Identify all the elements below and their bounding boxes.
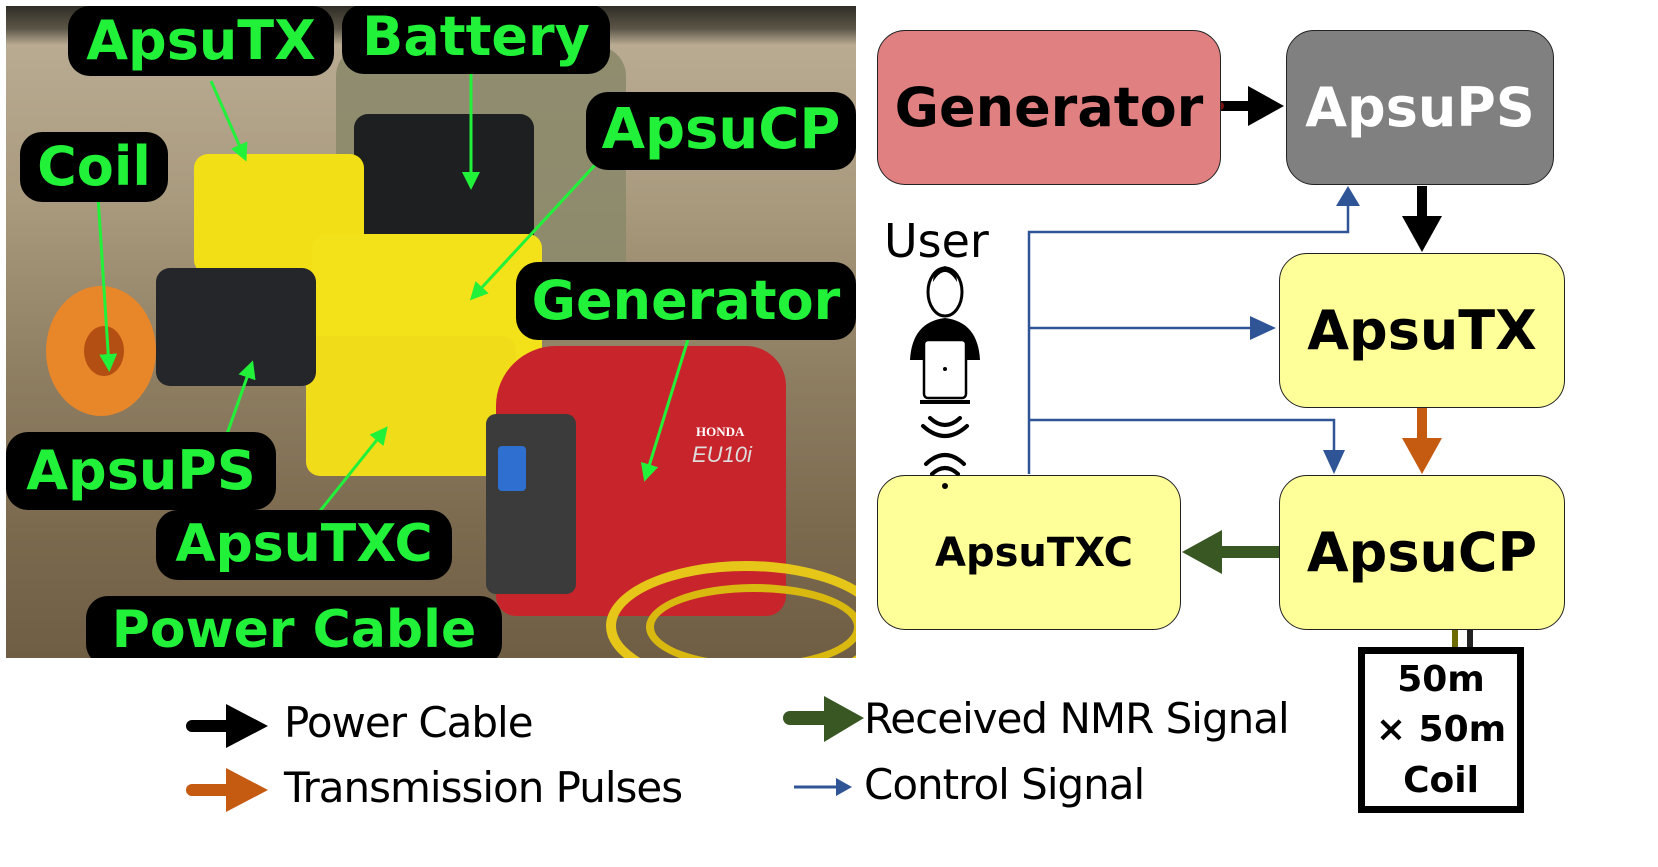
apsucp-pointer (469, 162, 598, 301)
apsutxc-pointer (314, 426, 388, 517)
pointer-arrows (96, 71, 691, 517)
power-cable-coil (606, 561, 856, 658)
block-generator-label: Generator (894, 76, 1204, 139)
legend-transmission-pulses: Transmission Pulses (284, 763, 683, 812)
label-coil: Coil (20, 132, 168, 202)
label-apsucp: ApsuCP (586, 92, 856, 170)
generator-socket (498, 446, 526, 491)
coil-dimension-1: 50m (1397, 658, 1485, 700)
power-cable-coil-inner (646, 584, 856, 658)
legend-received-nmr: Received NMR Signal (864, 694, 1290, 743)
coil-box: 50m × 50m Coil (1358, 647, 1524, 813)
block-apsutx: ApsuTX (1279, 253, 1565, 408)
block-apsutxc: ApsuTXC (877, 475, 1181, 630)
control-arrowhead-apsutx (1250, 316, 1276, 340)
apsutx-pointer (209, 80, 248, 162)
coil-pointer (96, 195, 118, 372)
control-arrowhead-apsups (1336, 186, 1360, 206)
generator-brand: HONDA (696, 424, 745, 439)
control-arrowhead-apsucp (1323, 450, 1345, 474)
block-apsucp-label: ApsuCP (1306, 521, 1538, 584)
label-power-cable: Power Cable (86, 596, 502, 658)
transmission-arrowhead (1402, 438, 1442, 474)
coil-label: Coil (1403, 760, 1479, 802)
generator-pointer (640, 335, 691, 482)
apsups-case (156, 268, 316, 386)
label-apsups: ApsuPS (6, 432, 276, 510)
block-apsups: ApsuPS (1286, 30, 1554, 185)
block-apsups-label: ApsuPS (1305, 76, 1535, 139)
coil-dimension-2: × 50m (1375, 709, 1507, 751)
apsutxc-case (306, 336, 516, 476)
user-label: User (884, 214, 989, 268)
control-signal-lines (1027, 205, 1350, 474)
generator-panel (486, 414, 576, 594)
received-arrowhead (1182, 530, 1222, 574)
block-generator: Generator (877, 30, 1221, 185)
label-apsutxc: ApsuTXC (156, 510, 452, 580)
block-apsutxc-label: ApsuTXC (935, 529, 1133, 576)
power-arrowhead-gen-ps (1248, 86, 1284, 126)
label-apsutx: ApsuTX (68, 6, 334, 76)
block-apsucp: ApsuCP (1279, 475, 1565, 630)
legend-power-cable: Power Cable (284, 698, 534, 747)
legend-control-signal: Control Signal (864, 760, 1145, 809)
label-battery: Battery (342, 6, 610, 74)
control-line-to-apsucp (1029, 418, 1336, 453)
block-apsutx-label: ApsuTX (1307, 299, 1537, 362)
power-arrowhead-ps-tx (1402, 216, 1442, 252)
control-line-trunk (1027, 205, 1350, 474)
field-photo: HONDA EU10i ApsuTX Battery ApsuCP Coil G… (6, 6, 856, 658)
label-generator: Generator (516, 262, 856, 340)
generator-model: EU10i (692, 442, 752, 467)
